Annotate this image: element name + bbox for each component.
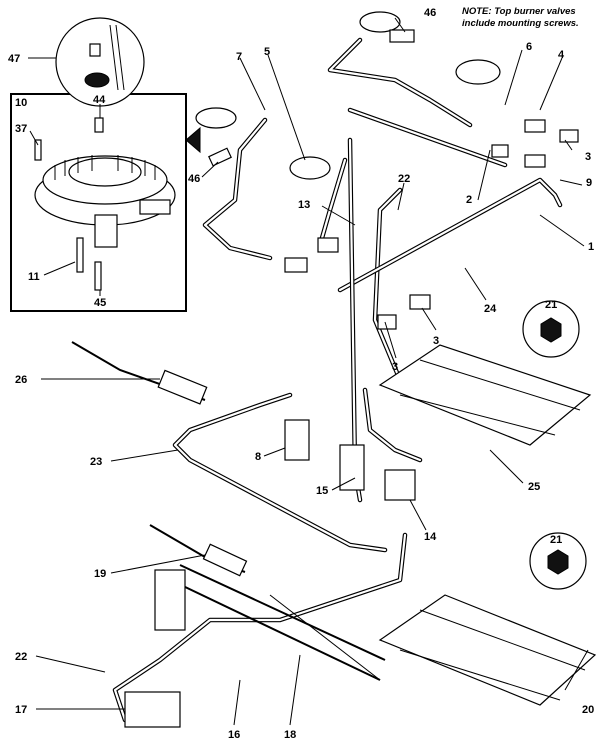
callout-44: 44 [93,94,106,106]
callout-3a: 3 [585,151,591,163]
cap-ring [84,72,110,88]
spreader-25 [378,344,592,446]
igniter-26 [157,369,208,405]
callout-45: 45 [94,297,106,309]
igniter-19 [202,543,248,577]
bracket-46a [208,147,232,167]
burner-bracket [139,199,171,215]
callout-19: 19 [94,568,106,580]
top-burners [195,11,501,180]
valve-17 [124,691,181,728]
callout-22a: 22 [398,173,410,185]
cap-detail-circle [55,17,145,107]
burner-detail-inset: 10 [10,93,201,312]
callout-14: 14 [424,531,437,543]
broil-burner [124,564,386,728]
callout-20: 20 [582,704,594,716]
cap-screw [89,43,101,57]
callout-16: 16 [228,729,240,741]
broil-bracket [154,569,186,631]
callout-47: 47 [8,53,20,65]
leader-lines [28,17,589,726]
callout-11: 11 [28,271,40,283]
electrode [76,237,84,273]
note: NOTE: Top burner valves include mounting… [462,6,579,29]
burner-throat [94,214,118,248]
burner-rear-left [359,11,401,33]
bracket-15 [339,444,365,491]
burner-valves [284,119,579,330]
note-line-2: include mounting screws. [462,18,579,29]
burner-rear-right [455,59,501,85]
regulator-14 [384,469,416,501]
callout-8: 8 [255,451,261,463]
callout-22b: 22 [15,651,27,663]
callout-15: 15 [316,485,328,497]
valve-far-right [559,129,579,143]
callout-5: 5 [264,46,270,58]
inset-pointer-icon [185,126,201,154]
screw-45 [94,261,102,291]
callout-7: 7 [236,51,242,63]
callout-6: 6 [526,41,532,53]
screw-44 [94,117,104,133]
callout-2: 2 [466,194,472,206]
callout-37: 37 [15,123,27,135]
burner-front-left [195,107,237,129]
callout-3b: 3 [392,361,398,373]
callout-46a: 46 [188,173,200,185]
burner-front-center [289,156,331,180]
callout-9: 9 [586,177,592,189]
valve-2 [491,144,509,158]
callout-18: 18 [284,729,296,741]
callout-1: 1 [588,241,594,253]
burner-ports [54,155,156,180]
gas-tubing [112,37,563,723]
flame-spreaders [378,300,597,706]
inset-label: 10 [15,97,27,109]
screw-37 [34,139,42,161]
callout-4: 4 [558,49,565,61]
callout-17: 17 [15,704,27,716]
callout-46b: 46 [424,7,436,19]
valve-right-front [524,154,546,168]
burner-cap-seat [68,157,142,187]
callout-labels: 47 44 37 11 45 7 5 46 46 6 4 3 9 22 13 2… [8,7,594,741]
nut-icon-b [547,549,569,575]
callout-23: 23 [90,456,102,468]
callout-21a: 21 [545,299,557,311]
callout-3c: 3 [433,335,439,347]
igniters [71,341,248,577]
spark-module-8 [284,419,310,461]
burner-cap-detail [55,17,145,118]
callout-21b: 21 [550,534,562,546]
valve-front [409,294,431,310]
valve-left [284,257,308,273]
callout-13: 13 [298,199,310,211]
bracket-46b [389,29,415,43]
valve-right-rear [524,119,546,133]
callout-24: 24 [484,303,497,315]
note-line-1: NOTE: Top burner valves [462,6,576,17]
valve-center [317,237,339,253]
bake-burner [172,392,416,553]
nut-icon-a [540,317,562,343]
spreader-20 [378,594,597,706]
callout-26: 26 [15,374,27,386]
callout-25: 25 [528,481,540,493]
